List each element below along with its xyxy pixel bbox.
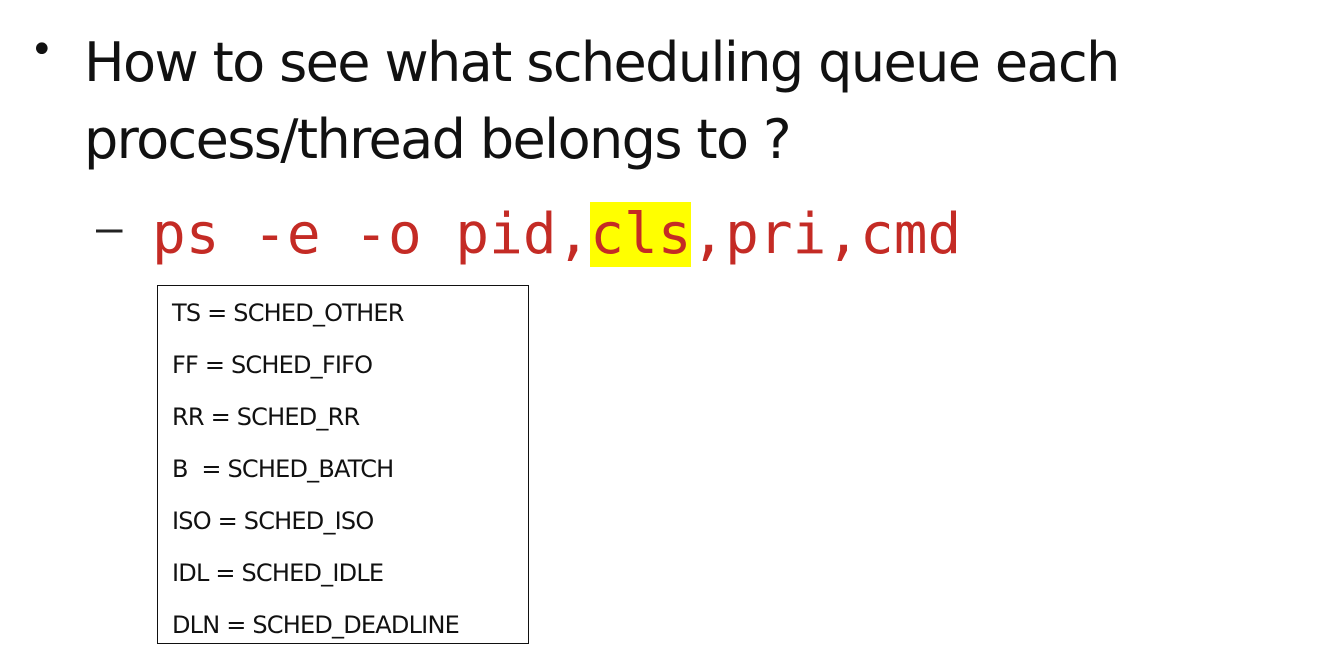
- legend-row-ff: FF = SCHED_FIFO: [172, 351, 373, 379]
- scheduling-class-legend: TS = SCHED_OTHER FF = SCHED_FIFO RR = SC…: [157, 285, 529, 644]
- command-prefix: ps -e -o pid,: [152, 201, 591, 267]
- slide-heading: How to see what scheduling queue each pr…: [84, 31, 1120, 171]
- command-highlight: cls: [590, 201, 692, 267]
- legend-row-ts: TS = SCHED_OTHER: [172, 299, 404, 327]
- legend-row-iso: ISO = SCHED_ISO: [172, 507, 374, 535]
- sub-bullet-dash: –: [96, 202, 123, 254]
- command-line: ps -e -o pid,cls,pri,cmd: [152, 201, 962, 267]
- legend-row-idl: IDL = SCHED_IDLE: [172, 559, 384, 587]
- bullet-dot: •: [30, 27, 54, 73]
- command-suffix: ,pri,cmd: [691, 201, 962, 267]
- sub-bullet: – ps -e -o pid,cls,pri,cmd: [96, 198, 961, 270]
- legend-row-dln: DLN = SCHED_DEADLINE: [172, 611, 460, 639]
- legend-row-b: B = SCHED_BATCH: [172, 455, 394, 483]
- legend-row-rr: RR = SCHED_RR: [172, 403, 360, 431]
